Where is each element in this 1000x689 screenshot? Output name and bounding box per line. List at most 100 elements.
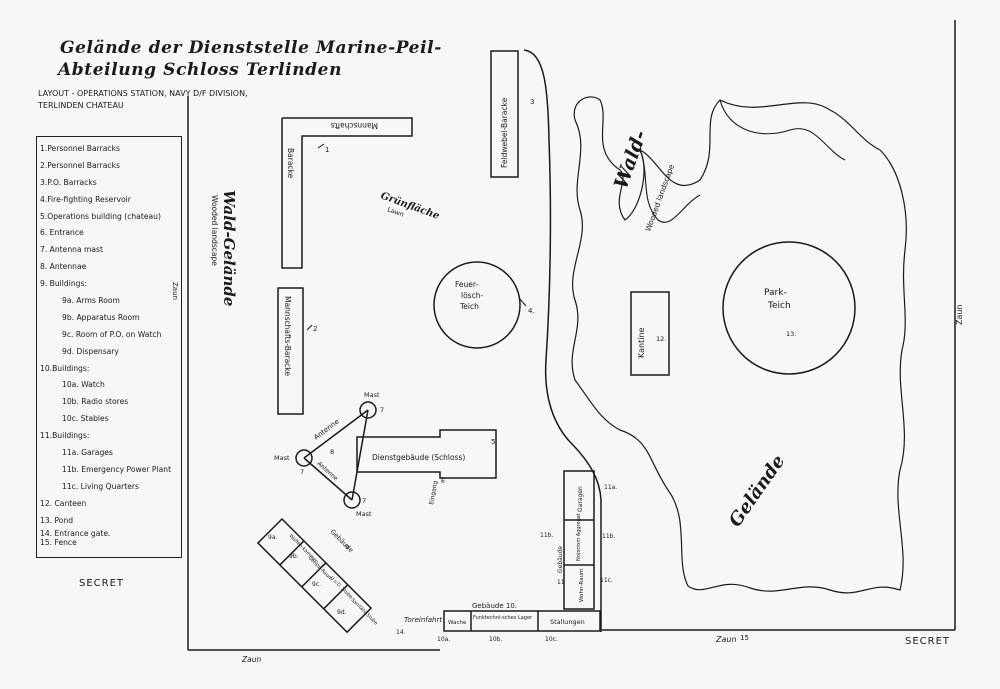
canteen-label: Kantine [637,327,646,358]
building-11-num: 11 [557,579,565,586]
legend-item: 2.Personnel Barracks [40,160,120,170]
antenna-wire-2 [351,409,369,501]
gate-label: Toreinfahrt [404,616,442,624]
canteen-12 [630,291,670,376]
label-9a: 9a. [268,534,277,541]
mast-left-label: Mast [274,454,290,462]
legend-item: 10c. Stables [62,414,109,424]
park-pond-label-1: Park- [764,288,787,298]
building-9-group [256,517,373,634]
legend-item: 7. Antenna mast [40,245,103,255]
label-10b: 10b. [489,636,502,643]
map-subtitle-line1: LAYOUT - OPERATIONS STATION, NAVY D/F DI… [38,89,248,98]
wald-outline [571,96,907,594]
building-3-po-barracks [490,50,519,178]
room-11b-label: Notstrom Aggregat [576,513,582,561]
legend-item: 9d. Dispensary [62,346,119,356]
mast-top-num: 7 [380,406,384,414]
legend-item: 3.P.O. Barracks [40,177,97,187]
park-pond-num: 13. [786,330,796,338]
building-9-num: 9 [345,543,349,551]
building-10-label: Gebäude 10. [472,602,517,610]
zaun-bottom-left-label: Zaun [241,655,261,664]
mast-left-num: 7 [300,468,304,476]
label-10c: 10c. [545,636,558,643]
building-3-label: Feldwebel-Baracke [500,97,509,168]
legend-item: 9. Buildings: [40,279,87,289]
fire-pond-num: 4. [528,307,535,315]
building-10-group [443,610,601,632]
legend-item: 11.Buildings: [40,431,90,441]
fire-pond-4 [433,261,521,349]
legend-item: 15. Fence [40,538,77,548]
legend-item: 4.Fire-fighting Reservoir [40,194,131,204]
fire-pond-label-2: lösch- [461,291,483,300]
map-title-line2: Abteilung Schloss Terlinden [58,60,343,80]
zaun-bottom-right-label: Zaun [715,635,737,644]
wald-gelande-left-label: Wald-Gelände [220,190,238,306]
map-subtitle-line2: TERLINDEN CHATEAU [38,101,124,110]
antenna-top-label: Antenne [312,417,340,441]
fire-pond-label-3: Teich [459,302,479,311]
legend-item: 10b. Radio stores [62,397,129,407]
wooded-landscape-left-label: Wooded landscape [210,195,219,266]
wooded-landscape-right-label: Wooded landscape [643,163,676,233]
secret-label-right: SECRET [905,636,951,647]
gate-num: 14. [396,629,406,636]
operations-building-label: Dienstgebäude (Schloss) [372,453,465,462]
room-10b-label: Funktechni-sches Lager [473,615,533,621]
building-11-label: Gebäude [557,546,564,573]
legend-item: 6. Entrance [40,228,84,238]
legend-item: 11b. Emergency Power Plant [62,464,172,474]
label-11b: 11b. [602,533,615,540]
building-1-label-a: Mannschafts [331,121,378,130]
gelande-right-label: Gelände [725,451,789,531]
room-11c-label: Wohn-Raum [579,569,585,602]
legend-item: 8. Antennae [40,262,87,272]
building-3-num: 3 [530,98,534,106]
legend-item: 14. Entrance gate. [40,529,111,539]
legend-box: 1.Personnel Barracks 2.Personnel Barracks… [36,136,182,558]
label-9b: 9b. [289,553,299,560]
building-2-label: Mannschafts-Baracke [283,296,292,376]
label-9c: 9c. [312,581,321,588]
woods-boundary [523,49,602,632]
mast-top-label: Mast [364,391,380,399]
label-9d: 9d. [337,609,347,616]
antenna-mast-top [359,401,377,419]
label-11a: 11a. [604,484,617,491]
map-title-line1: Gelände der Dienststelle Marine-Peil- [60,38,442,58]
legend-item: 9b. Apparatus Room [62,312,140,322]
mast-bottom-label: Mast [356,510,372,518]
building-11-group [563,470,595,610]
label-10a: 10a. [437,636,450,643]
antenna-num: 8 [330,448,334,456]
legend-item: 9c. Room of P.O. on Watch [62,329,162,339]
room-11a-label: Garagen [577,486,584,512]
legend-item: 11a. Garages [62,448,113,458]
antenna-wire-1 [303,409,369,459]
legend-item: 9a. Arms Room [62,296,120,306]
building-1-barracks [281,117,413,269]
room-10a-label: Wache [448,620,467,626]
operations-building-5 [356,429,497,479]
operations-building-num: 5 [491,438,495,446]
entrance-num: 6 [441,478,445,485]
entrance-label: Eingang [428,480,439,505]
building-1-num: 1 [325,146,329,154]
canteen-num: 12. [656,335,666,343]
mast-bottom-num: 7 [362,497,366,505]
zaun-right-label: Zaun [955,304,964,325]
legend-item: 1.Personnel Barracks [40,144,120,153]
building-1-label-b: Baracke [286,148,295,179]
building-2-num: 2 [313,325,317,333]
antenna-wire-3 [303,457,353,501]
antenna-mast-left [295,449,313,467]
room-10c-label: Stallungen [550,618,585,626]
building-2-barracks [277,287,304,415]
legend-item: 5.Operations building (chateau) [40,211,161,221]
antenna-mast-bottom [343,491,361,509]
label-11-side: 11b. [540,532,553,539]
